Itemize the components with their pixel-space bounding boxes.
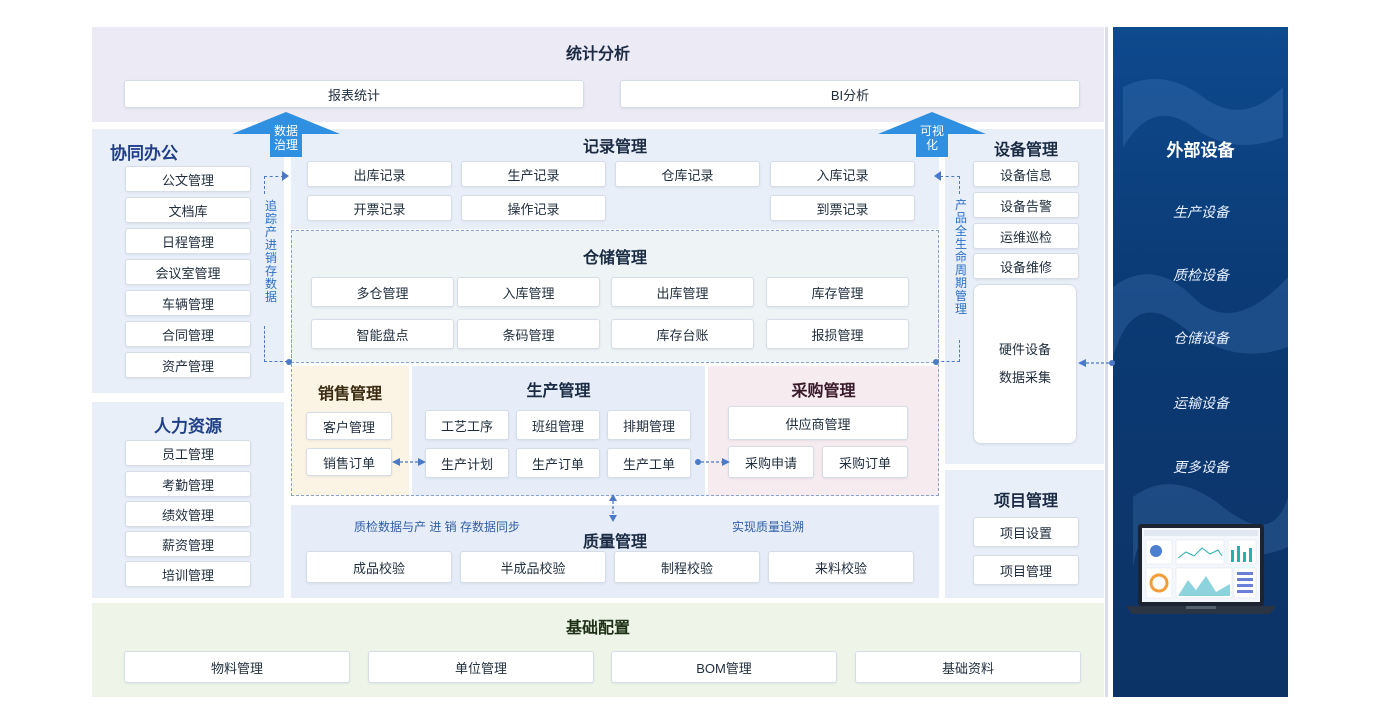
visualize-arrow-icon xyxy=(878,112,986,134)
device-title: 设备管理 xyxy=(993,142,1058,159)
external-item-production: 生产设备 xyxy=(1173,204,1229,220)
lifecycle-label: 产品全生命周期管理 xyxy=(954,198,967,316)
device-info[interactable]: 设备信息 xyxy=(973,161,1079,187)
lifecycle-dash-top xyxy=(940,176,960,194)
lifecycle-arrow-left-icon xyxy=(934,171,941,181)
hardware-line1: 硬件设备 xyxy=(998,342,1051,357)
visualize-arrow-stem xyxy=(916,133,948,157)
hr-title: 人力资源 xyxy=(154,417,222,436)
external-title: 外部设备 xyxy=(1166,141,1235,160)
record-warehouse[interactable]: 仓库记录 xyxy=(615,161,760,187)
warehouse-barcode[interactable]: 条码管理 xyxy=(457,319,600,349)
hr-item-salary[interactable]: 薪资管理 xyxy=(125,531,251,557)
base-title: 基础配置 xyxy=(565,620,630,637)
base-basic-data[interactable]: 基础资料 xyxy=(855,651,1081,683)
lifecycle-dash-bottom xyxy=(936,340,960,362)
purchase-title: 采购管理 xyxy=(791,383,856,400)
production-quality-connector-icon xyxy=(609,494,617,522)
hr-item-employee[interactable]: 员工管理 xyxy=(125,440,251,466)
purchase-request[interactable]: 采购申请 xyxy=(728,446,814,478)
record-operation[interactable]: 操作记录 xyxy=(461,195,606,221)
base-unit[interactable]: 单位管理 xyxy=(368,651,594,683)
hr-item-attendance[interactable]: 考勤管理 xyxy=(125,471,251,497)
stats-title: 统计分析 xyxy=(565,46,630,63)
sales-title: 销售管理 xyxy=(317,386,382,403)
production-process[interactable]: 工艺工序 xyxy=(425,410,509,440)
purchase-order[interactable]: 采购订单 xyxy=(822,446,908,478)
production-plan[interactable]: 生产计划 xyxy=(425,448,509,478)
office-item-official-docs[interactable]: 公文管理 xyxy=(125,166,251,192)
lifecycle-dot-icon xyxy=(933,359,939,365)
project-title: 项目管理 xyxy=(993,493,1058,510)
data-governance-label: 数据治理 xyxy=(273,124,298,152)
warehouse-ledger[interactable]: 库存台账 xyxy=(611,319,754,349)
quality-finished[interactable]: 成品校验 xyxy=(306,551,452,583)
quality-incoming[interactable]: 来料校验 xyxy=(768,551,914,583)
trace-dash-bottom xyxy=(264,326,288,362)
production-team[interactable]: 班组管理 xyxy=(516,410,600,440)
sales-customer[interactable]: 客户管理 xyxy=(306,412,392,440)
office-title: 协同办公 xyxy=(110,144,178,163)
project-settings[interactable]: 项目设置 xyxy=(973,517,1079,547)
record-inbound[interactable]: 入库记录 xyxy=(770,161,915,187)
production-schedule[interactable]: 排期管理 xyxy=(607,410,691,440)
base-bom[interactable]: BOM管理 xyxy=(611,651,837,683)
project-manage[interactable]: 项目管理 xyxy=(973,555,1079,585)
quality-note-sync: 质检数据与产 进 销 存数据同步 xyxy=(354,520,521,534)
device-inspection[interactable]: 运维巡检 xyxy=(973,223,1079,249)
base-material[interactable]: 物料管理 xyxy=(124,651,350,683)
warehouse-multi[interactable]: 多仓管理 xyxy=(311,277,454,307)
record-production[interactable]: 生产记录 xyxy=(461,161,606,187)
production-work-order[interactable]: 生产工单 xyxy=(607,448,691,478)
production-purchase-connector-icon xyxy=(695,458,730,466)
office-item-asset[interactable]: 资产管理 xyxy=(125,352,251,378)
office-item-contract[interactable]: 合同管理 xyxy=(125,321,251,347)
external-item-transport: 运输设备 xyxy=(1173,395,1229,411)
trace-arrow-right-icon xyxy=(282,171,289,181)
trace-data-label: 追踪产进销存数据 xyxy=(264,199,277,304)
data-governance-arrow-icon xyxy=(232,112,340,134)
office-item-schedule[interactable]: 日程管理 xyxy=(125,228,251,254)
device-hardware-collection[interactable]: 硬件设备 数据采集 xyxy=(973,284,1077,444)
production-order[interactable]: 生产订单 xyxy=(516,448,600,478)
external-device-connector-icon xyxy=(1078,359,1115,367)
quality-process[interactable]: 制程校验 xyxy=(614,551,760,583)
divider-line xyxy=(1105,27,1108,697)
quality-semi-finished[interactable]: 半成品校验 xyxy=(460,551,606,583)
laptop-dashboard-icon xyxy=(1126,524,1276,614)
sales-order[interactable]: 销售订单 xyxy=(306,448,392,476)
office-item-meeting-room[interactable]: 会议室管理 xyxy=(125,259,251,285)
production-title: 生产管理 xyxy=(526,383,591,400)
warehouse-smart-count[interactable]: 智能盘点 xyxy=(311,319,454,349)
record-invoicing[interactable]: 开票记录 xyxy=(307,195,452,221)
warehouse-title: 仓储管理 xyxy=(582,250,647,267)
warehouse-inbound[interactable]: 入库管理 xyxy=(457,277,600,307)
external-item-storage: 仓储设备 xyxy=(1173,330,1229,346)
hr-item-performance[interactable]: 绩效管理 xyxy=(125,501,251,527)
warehouse-stock[interactable]: 库存管理 xyxy=(766,277,909,307)
sales-production-connector-icon xyxy=(392,458,426,466)
quality-title: 质量管理 xyxy=(582,534,647,551)
purchase-supplier[interactable]: 供应商管理 xyxy=(728,406,908,440)
visualize-label: 可视化 xyxy=(919,124,944,152)
records-title: 记录管理 xyxy=(582,139,647,156)
office-item-vehicle[interactable]: 车辆管理 xyxy=(125,290,251,316)
device-repair[interactable]: 设备维修 xyxy=(973,253,1079,279)
device-alarm[interactable]: 设备告警 xyxy=(973,192,1079,218)
trace-dot-icon xyxy=(286,359,292,365)
external-item-more: 更多设备 xyxy=(1173,459,1229,475)
external-item-quality: 质检设备 xyxy=(1173,267,1229,283)
office-item-doc-library[interactable]: 文档库 xyxy=(125,197,251,223)
warehouse-loss[interactable]: 报损管理 xyxy=(766,319,909,349)
record-outbound[interactable]: 出库记录 xyxy=(307,161,452,187)
stats-bi-box[interactable]: BI分析 xyxy=(620,80,1080,108)
quality-note-trace: 实现质量追溯 xyxy=(732,520,805,534)
record-invoice-arrival[interactable]: 到票记录 xyxy=(770,195,915,221)
warehouse-outbound[interactable]: 出库管理 xyxy=(611,277,754,307)
trace-dash-top xyxy=(264,176,284,194)
stats-report-box[interactable]: 报表统计 xyxy=(124,80,584,108)
hardware-line2: 数据采集 xyxy=(998,370,1051,385)
data-governance-arrow-stem xyxy=(270,133,302,157)
hr-item-training[interactable]: 培训管理 xyxy=(125,561,251,587)
